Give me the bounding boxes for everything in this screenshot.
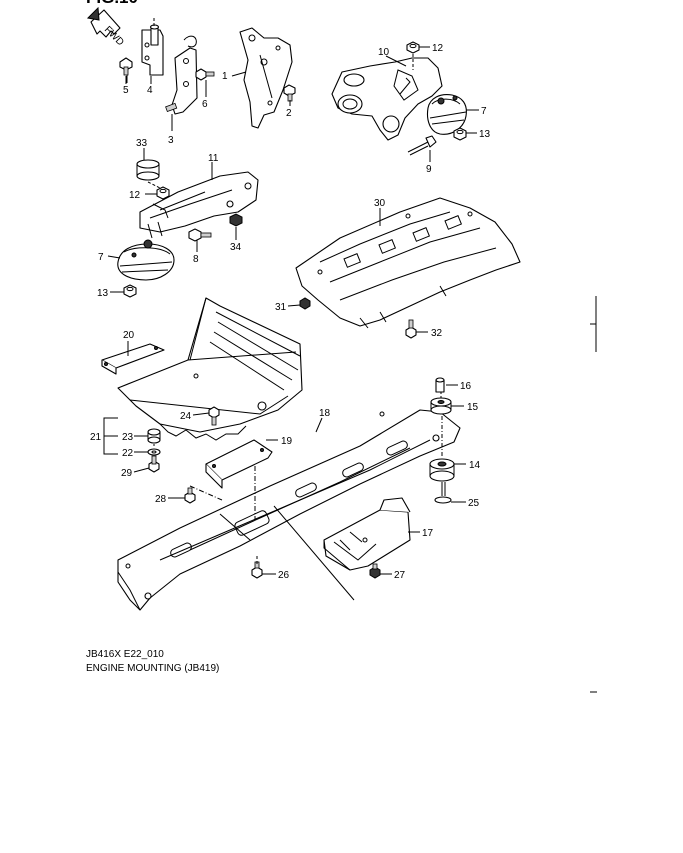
part-7-engine-mount-left	[117, 239, 175, 281]
part-10-engine-bracket	[331, 57, 443, 141]
part-2-bolt	[283, 84, 296, 102]
callout-14: 14	[469, 460, 481, 471]
part-17-transmission-mount	[323, 497, 411, 571]
callout-7-left: 7	[98, 252, 104, 263]
part-18-frame-plate	[117, 409, 461, 611]
part-12-nut-top	[406, 41, 420, 54]
leader-lines	[103, 46, 479, 575]
part-5-bolt	[119, 57, 133, 83]
part-16-bolt	[435, 377, 445, 393]
callout-8: 8	[193, 254, 199, 265]
callout-16: 16	[460, 381, 472, 392]
callout-26: 26	[278, 570, 290, 581]
part-15-rubber	[430, 397, 452, 415]
callout-10: 10	[378, 47, 390, 58]
callout-11: 11	[208, 153, 219, 164]
part-24-bolt	[208, 406, 220, 426]
part-29-bolt	[148, 455, 160, 473]
callout-4: 4	[147, 85, 153, 96]
part-20-plate	[101, 343, 165, 375]
part-6-bolt	[195, 68, 215, 96]
callout-9: 9	[426, 164, 432, 175]
callout-12-left: 12	[129, 190, 141, 201]
callout-13-right: 13	[479, 129, 491, 140]
callout-3: 3	[168, 135, 174, 146]
part-13-nut-right	[453, 127, 467, 141]
callout-12-top: 12	[432, 43, 444, 54]
callout-18: 18	[319, 408, 331, 419]
callout-7-right: 7	[481, 106, 487, 117]
callout-1: 1	[222, 71, 228, 82]
figure-code: JB416X E22_010	[86, 649, 164, 660]
part-28-bolt	[184, 487, 196, 504]
part-11-bracket	[139, 171, 259, 239]
part-14-rubber	[429, 458, 455, 482]
figure-title: FIG.10	[86, 0, 138, 8]
part-22-washer	[147, 448, 161, 456]
callout-32: 32	[431, 328, 443, 339]
part-26-bolt	[251, 561, 263, 579]
part-33-bush	[136, 159, 160, 181]
part-13-nut-left	[123, 284, 137, 298]
part-30-under-cover	[295, 197, 521, 329]
part-9-bolt	[407, 135, 437, 156]
part-8-bolt	[188, 228, 212, 242]
part-7-engine-mount-right	[426, 94, 467, 135]
callout-22: 22	[122, 448, 134, 459]
callout-25: 25	[468, 498, 480, 509]
part-32-bolt	[405, 319, 417, 339]
callout-31: 31	[275, 302, 287, 313]
part-3-bracket	[165, 35, 198, 115]
part-27-bolt	[369, 563, 381, 579]
callout-30: 30	[374, 198, 386, 209]
callout-29: 29	[121, 468, 133, 479]
callout-17: 17	[422, 528, 434, 539]
part-1-bracket	[239, 27, 293, 129]
part-25-bolt	[434, 482, 452, 504]
part-21-skid-plate	[117, 297, 303, 441]
callout-34: 34	[230, 242, 242, 253]
callout-23: 23	[122, 432, 134, 443]
callout-numbers: 1 2 3 4 5 6 7 8 9 10 11 12 13 33 12 7 13…	[90, 43, 491, 581]
callout-21: 21	[90, 432, 102, 443]
part-34-nut	[229, 213, 243, 227]
callout-20: 20	[123, 330, 135, 341]
callout-5: 5	[123, 85, 129, 96]
part-4-bracket	[141, 24, 164, 76]
part-31-bolt	[299, 297, 311, 310]
figure-caption: ENGINE MOUNTING (JB419)	[86, 663, 220, 674]
callout-27: 27	[394, 570, 406, 581]
part-19-plate	[205, 439, 273, 489]
callout-15: 15	[467, 402, 479, 413]
fwd-direction-marker: FWD	[86, 6, 126, 48]
alignment-lines	[147, 18, 443, 601]
callout-33: 33	[136, 138, 148, 149]
part-23-collar	[147, 428, 161, 444]
callout-19: 19	[281, 436, 293, 447]
callout-2: 2	[286, 108, 292, 119]
callout-28: 28	[155, 494, 167, 505]
callout-6: 6	[202, 99, 208, 110]
part-12-nut-left	[156, 186, 170, 200]
callout-24: 24	[180, 411, 192, 422]
callout-13-left: 13	[97, 288, 109, 299]
